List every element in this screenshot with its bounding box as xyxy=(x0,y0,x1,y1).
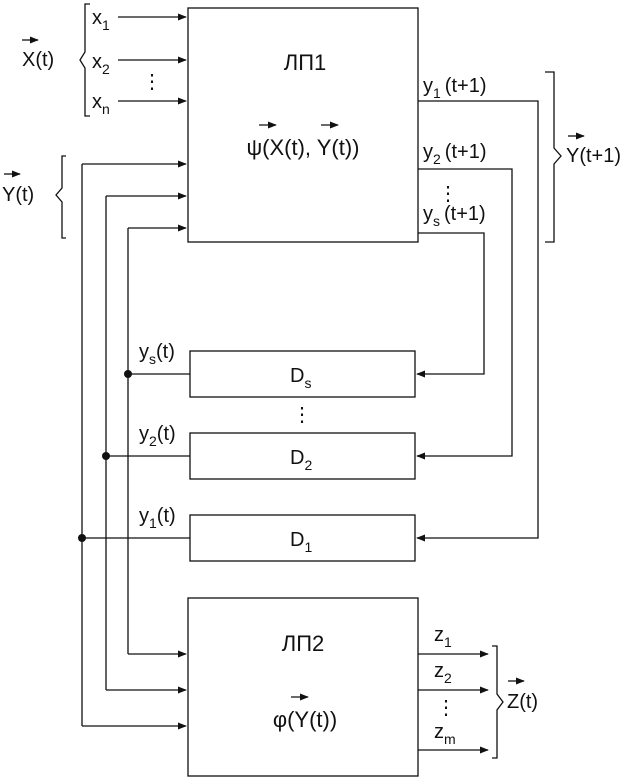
lp2-title: ЛП2 xyxy=(282,631,325,656)
lp1-output-ys-label: ys(t+1) xyxy=(423,203,486,229)
input-x1-label: x1 xyxy=(92,7,110,33)
junction-ys xyxy=(124,370,132,378)
lp1-output-y2-label: y2(t+1) xyxy=(423,141,486,167)
block-d1 xyxy=(189,514,416,562)
lp1-output-y1-label: y1(t+1) xyxy=(423,75,486,101)
junction-y2 xyxy=(102,452,110,460)
block-d2 xyxy=(189,432,416,480)
block-lp1 xyxy=(187,7,419,243)
d2-label: D2 xyxy=(290,447,312,473)
lp1-title: ЛП1 xyxy=(284,50,327,75)
input-x-bracket xyxy=(79,3,90,117)
ds-label: Ds xyxy=(290,365,311,391)
lp1-output-y2-wire xyxy=(416,168,513,460)
block-ds xyxy=(189,350,416,398)
delay-ellipsis: ⋮ xyxy=(292,404,312,426)
lp2-formula: φ(Y(t)) xyxy=(273,707,337,732)
vector-x-label: X(t) xyxy=(22,49,54,71)
lp1-formula: ψ(X(t), Y(t)) xyxy=(246,135,359,160)
d1-output-label: y1(t) xyxy=(139,505,176,531)
output-z-bracket xyxy=(492,645,504,759)
lp1-output-ys-wire xyxy=(416,232,485,378)
input-ellipsis: ⋮ xyxy=(142,71,162,93)
lp1-output-ellipsis: ⋮ xyxy=(438,183,458,205)
output-zm-label: zm xyxy=(434,721,456,747)
vector-y-next-label: Y(t+1) xyxy=(566,145,621,167)
output-z2-label: z2 xyxy=(434,660,452,686)
d1-label: D1 xyxy=(290,529,312,555)
lp1-output-y1-wire xyxy=(416,100,539,542)
junction-y1 xyxy=(78,534,86,542)
output-z1-label: z1 xyxy=(434,624,452,650)
d2-output-label: y2(t) xyxy=(139,423,176,449)
vector-y-label: Y(t) xyxy=(2,184,34,206)
input-xn-label: xn xyxy=(92,91,110,117)
output-y-bracket xyxy=(545,71,562,243)
output-z-ellipsis: ⋮ xyxy=(436,697,456,719)
input-x2-label: x2 xyxy=(92,51,110,77)
vector-z-label: Z(t) xyxy=(507,691,538,713)
ds-output-label: ys(t) xyxy=(139,341,175,367)
block-lp2 xyxy=(187,597,419,777)
feedback-y-bracket xyxy=(55,155,66,239)
